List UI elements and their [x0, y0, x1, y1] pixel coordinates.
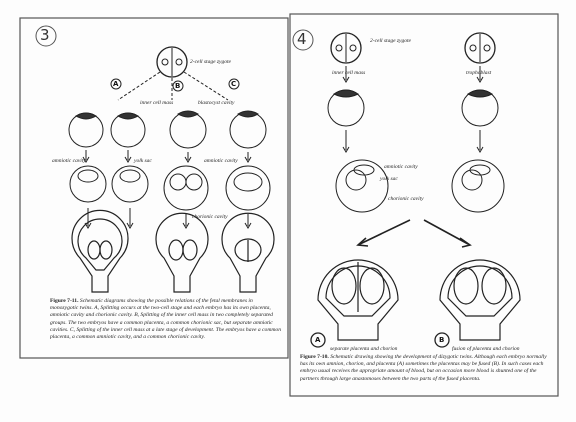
- right-label-amniotic-cavity: amniotic cavity: [384, 164, 418, 170]
- left-embryo-row2: [69, 165, 271, 211]
- right-panel-number: 4: [297, 30, 307, 48]
- left-caption-title: Figure 7-11.: [50, 298, 79, 304]
- branch-b-circle: [172, 80, 184, 92]
- right-panel-frame: [289, 13, 559, 397]
- marker-b-circle: [434, 332, 450, 348]
- left-label-inner-cell-mass: inner cell mass: [140, 100, 174, 106]
- left-label-amniotic-cavity-b: amniotic cavity: [204, 158, 238, 164]
- left-arrows-row2: [84, 208, 252, 229]
- left-placenta-row3: [71, 209, 275, 293]
- right-label-bottom-b: fusion of placenta and chorion: [452, 346, 520, 352]
- right-number-circle: [292, 29, 314, 51]
- branch-c-circle: [228, 78, 240, 90]
- right-blastocysts: [327, 89, 499, 127]
- right-label-bottom-a: separate placenta and chorion: [330, 346, 398, 352]
- right-split-arrows: [356, 219, 472, 248]
- branch-a-label: A: [113, 80, 119, 88]
- right-zygotes: [330, 32, 496, 64]
- right-caption-title: Figure 7-10.: [300, 354, 329, 360]
- left-zygote: [156, 46, 188, 78]
- right-placentas: [317, 259, 521, 341]
- right-caption-text: Schematic drawing showing the developmen…: [300, 354, 547, 382]
- marker-b-label: B: [439, 336, 445, 344]
- left-label-amniotic-cavity-a: amniotic cavity: [52, 158, 86, 164]
- right-label-zygote: 2-cell stage zygote: [370, 38, 411, 44]
- right-label-yolk-sac: yolk sac: [380, 176, 398, 182]
- right-arrows-row1: [342, 66, 484, 83]
- left-panel-frame: [19, 17, 289, 359]
- right-label-chorionic-cavity: chorionic cavity: [388, 196, 424, 202]
- right-label-trophoblast: trophoblast: [466, 70, 492, 76]
- left-blastocyst-row: [68, 110, 267, 149]
- right-caption: Figure 7-10. Schematic drawing showing t…: [300, 354, 554, 394]
- branch-c-label: C: [231, 80, 237, 88]
- left-label-chorionic-cavity: chorionic cavity: [192, 214, 228, 220]
- left-arrows-row1: [82, 150, 252, 163]
- right-label-inner-cell-mass: inner cell mass: [332, 70, 366, 76]
- left-label-zygote: 2-cell stage zygote: [190, 59, 231, 65]
- left-label-yolk-sac: yolk sac: [134, 158, 152, 164]
- left-branch-arrows: [117, 71, 229, 101]
- left-caption: Figure 7-11. Schematic diagrams showing …: [50, 298, 282, 354]
- right-arrows-row2: [342, 130, 484, 153]
- right-embryos: [335, 159, 505, 213]
- branch-b-label: B: [175, 82, 181, 90]
- marker-a-label: A: [315, 336, 321, 344]
- left-number-circle: [35, 25, 57, 47]
- left-caption-text: Schematic diagrams showing the possible …: [50, 298, 282, 341]
- branch-a-circle: [110, 78, 122, 90]
- left-label-blastocyst-cavity: blastocyst cavity: [198, 100, 235, 106]
- marker-a-circle: [310, 332, 326, 348]
- left-panel-number: 3: [40, 26, 50, 44]
